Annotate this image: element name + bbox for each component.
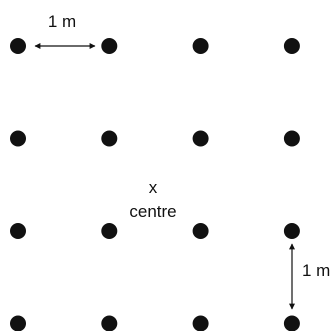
grid-dot-r4-c3 — [192, 315, 209, 331]
grid-dot-r1-c2 — [101, 38, 118, 54]
grid-dot-r3-c4 — [283, 223, 300, 239]
grid-dot-r1-c1 — [10, 38, 26, 54]
grid-dot-r2-c3 — [192, 130, 209, 147]
vertical-spacing-label: 1 m — [302, 261, 330, 280]
centre-marker: x — [149, 178, 158, 197]
grid-dot-r2-c1 — [10, 130, 26, 147]
grid-dot-r1-c3 — [192, 38, 209, 54]
grid-dot-r4-c4 — [283, 315, 300, 331]
grid-dot-r3-c2 — [101, 223, 118, 239]
grid-dot-r2-c2 — [101, 130, 118, 147]
grid-dot-r2-c4 — [283, 130, 300, 147]
grid-dot-r1-c4 — [283, 38, 300, 54]
centre-label: centre — [129, 202, 176, 221]
horizontal-spacing-label: 1 m — [48, 12, 76, 31]
grid-dots — [10, 38, 300, 331]
grid-dot-r3-c3 — [192, 223, 209, 239]
grid-dot-r3-c1 — [10, 223, 26, 239]
grid-dot-r4-c2 — [101, 315, 118, 331]
grid-dot-r4-c1 — [10, 315, 26, 331]
